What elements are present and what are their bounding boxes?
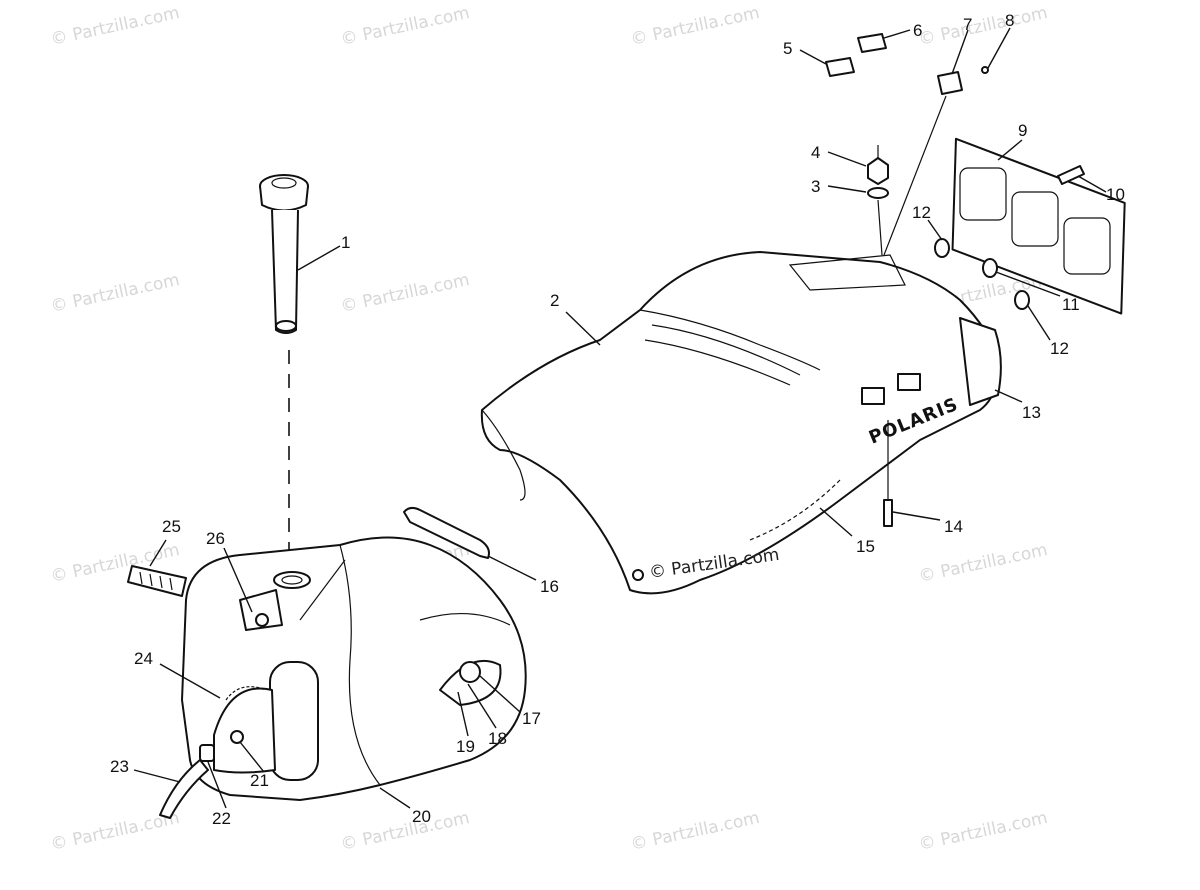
- callout-21: 21: [250, 771, 269, 790]
- callout-12: 12: [912, 203, 931, 222]
- bulb: [934, 238, 950, 258]
- fuel-tank: [181, 536, 527, 801]
- callout-10: 10: [1106, 185, 1125, 204]
- watermark: © Partzilla.com: [917, 3, 1049, 50]
- callout-18: 18: [488, 729, 507, 748]
- callout-9: 9: [1018, 121, 1027, 140]
- watermark: © Partzilla.com: [339, 3, 471, 50]
- callout-17: 17: [522, 709, 541, 728]
- bolt: [883, 499, 893, 527]
- watermark: © Partzilla.com: [629, 808, 761, 855]
- bracket: [403, 506, 490, 559]
- callout-14: 14: [944, 517, 963, 536]
- vent-hose: [127, 565, 187, 597]
- vent-hose-ribs: [139, 571, 173, 591]
- rivet: [981, 66, 989, 74]
- callout-13: 13: [1022, 403, 1041, 422]
- screw: [1057, 165, 1085, 185]
- callout-25: 25: [162, 517, 181, 536]
- leader-line: [883, 95, 947, 256]
- plate: [857, 33, 887, 53]
- bulb: [1014, 290, 1030, 310]
- fuel-line: [159, 730, 244, 819]
- bulb: [982, 258, 998, 278]
- callout-12: 12: [1050, 339, 1069, 358]
- callout-4: 4: [811, 143, 820, 162]
- leader-lines: [133, 27, 1107, 809]
- callout-11: 11: [1062, 295, 1080, 314]
- watermark: © Partzilla.com: [917, 808, 1049, 855]
- seat: POLARIS © Partzilla.com: [480, 251, 1002, 595]
- watermark: © Partzilla.com: [629, 3, 761, 50]
- callout-20: 20: [412, 807, 431, 826]
- watermark: © Partzilla.com: [49, 270, 181, 317]
- callout-3: 3: [811, 177, 820, 196]
- callout-numbers: 1 2 3 4 5 6 7 8 9 10 11 12 12 13 14 15 1…: [110, 11, 1125, 828]
- watermark: © Partzilla.com: [339, 270, 471, 317]
- callout-16: 16: [540, 577, 559, 596]
- callout-24: 24: [134, 649, 153, 668]
- callout-22: 22: [212, 809, 231, 828]
- nut-washer: [867, 145, 889, 256]
- watermark: © Partzilla.com: [339, 808, 471, 855]
- watermark: © Partzilla.com: [49, 3, 181, 50]
- callout-8: 8: [1005, 11, 1014, 30]
- callout-15: 15: [856, 537, 875, 556]
- plate: [825, 57, 855, 77]
- callout-5: 5: [783, 39, 792, 58]
- callout-23: 23: [110, 757, 129, 776]
- callout-19: 19: [456, 737, 475, 756]
- callout-26: 26: [206, 529, 225, 548]
- callout-2: 2: [550, 291, 559, 310]
- fuel-cap-filler-neck: [259, 174, 309, 334]
- plate: [937, 71, 963, 95]
- callout-1: 1: [341, 233, 350, 252]
- watermark: © Partzilla.com: [917, 540, 1049, 587]
- callout-6: 6: [913, 21, 922, 40]
- callout-7: 7: [963, 15, 972, 34]
